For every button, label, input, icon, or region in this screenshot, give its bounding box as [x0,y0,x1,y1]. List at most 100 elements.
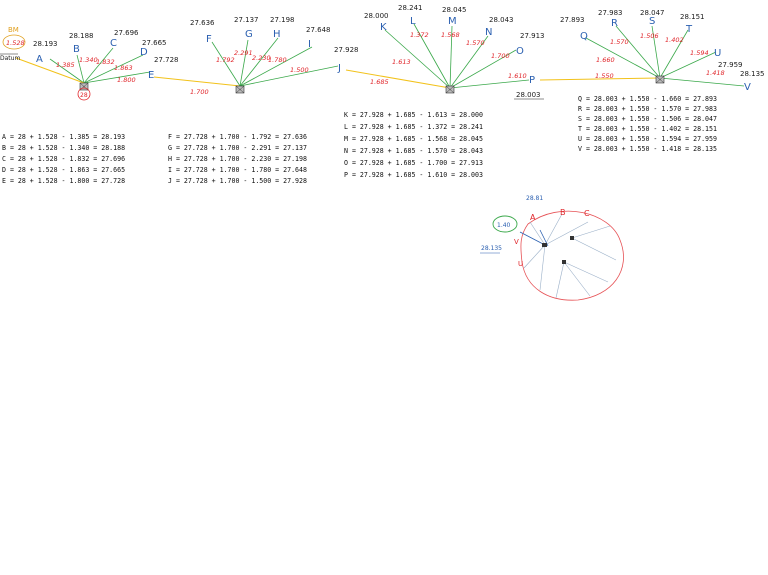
reading-a: 1.385 [56,61,75,69]
elevation-k: 28.000 [364,12,389,20]
calc-line: U = 28.003 + 1.550 - 1.594 = 27.959 [578,135,717,143]
sight-line-d [83,54,144,84]
elevation-c: 27.696 [114,29,139,37]
calc-line: A = 28 + 1.528 - 1.385 = 28.193 [2,133,125,141]
calc-line: K = 27.928 + 1.685 - 1.613 = 28.000 [344,111,483,119]
point-label-k: K [380,22,387,33]
calculation-block-1: A = 28 + 1.528 - 1.385 = 28.193 B = 28 +… [2,133,125,185]
elevation-n: 28.043 [489,16,514,24]
reading-o: 1.700 [491,52,510,60]
station-circle [77,87,91,101]
elevation-o: 27.913 [520,32,545,40]
benchmark-circle [2,34,26,50]
reading-l: 1.372 [410,31,429,39]
instrument-icon [542,243,547,247]
point-label-i: I [308,39,311,50]
calc-line: L = 27.928 + 1.685 - 1.372 = 28.241 [344,123,483,131]
reading-k: 1.613 [392,58,411,66]
setup-4: 1.550 Q 27.893 1.660 R 27.983 1.570 S 28… [539,9,765,93]
elevation-e: 27.728 [154,56,179,64]
elevation-v: 28.135 [740,70,765,78]
sight-line-p [449,79,530,89]
sight-line-j [239,65,339,87]
reading-m: 1.568 [441,31,460,39]
setup-1: 28 BM 1.528 Datum A 28.193 1.385 B 28.18… [0,26,179,101]
setup-2: 1.700 F 27.636 1.792 G 27.137 2.291 H 27… [153,16,359,96]
elevation-d: 27.665 [142,39,167,47]
point-label-r: R [611,18,618,29]
reading-c: 1.832 [96,58,115,66]
calc-line: N = 27.928 + 1.685 - 1.570 = 28.043 [344,147,483,155]
point-label-e: E [148,70,154,81]
calc-line: R = 28.003 + 1.550 - 1.570 = 27.983 [578,105,717,113]
backsight-p-to-4 [539,77,661,81]
reading-t: 1.402 [665,36,684,44]
elevation-r: 27.983 [598,9,623,17]
calculation-block-4: Q = 28.003 + 1.550 - 1.660 = 27.893 R = … [578,95,717,153]
elevation-u: 27.959 [718,61,743,69]
reading-u: 1.594 [690,49,709,57]
sight-line-g [239,39,249,87]
calc-line: D = 28 + 1.528 - 1.863 = 27.665 [2,166,125,174]
sight-line-v [659,77,745,87]
reading-q: 1.660 [596,56,615,64]
instrument-icon [235,85,245,94]
calc-line: H = 27.728 + 1.700 - 2.230 = 27.198 [168,155,307,163]
turning-reading-2: 1.700 [190,88,209,96]
calc-line: C = 28 + 1.528 - 1.832 = 27.696 [2,155,125,163]
turning-reading-4: 1.550 [595,72,614,80]
calc-line: I = 27.728 + 1.700 - 1.780 = 27.648 [168,166,307,174]
elevation-i: 27.648 [306,26,331,34]
callout-p: 28.003 [516,91,541,99]
calculation-block-2: F = 27.728 + 1.700 - 1.792 = 27.636 G = … [168,133,307,185]
point-label-t: T [685,24,693,35]
sight-line-i [239,46,313,87]
side-note: 28.135 [481,245,502,252]
point-label-b: B [73,44,80,55]
sketch-rays [523,213,617,299]
point-label-d: D [140,47,148,58]
point-label-m: M [448,16,457,27]
calculation-block-3: K = 27.928 + 1.685 - 1.613 = 28.000 L = … [344,111,483,179]
reading-r: 1.570 [610,38,629,46]
calc-line: Q = 28.003 + 1.550 - 1.660 = 27.893 [578,95,717,103]
elevation-f: 27.636 [190,19,215,27]
sight-line-r [615,25,661,79]
sight-line-o [449,49,517,89]
elevation-b: 28.188 [69,32,94,40]
benchmark-reading: 1.528 [6,39,25,47]
sight-line-t [659,29,689,79]
sketch-label-a: A [530,213,536,222]
point-label-o: O [516,46,524,57]
reading-h: 2.230 [252,54,271,62]
site-boundary [520,210,624,301]
point-label-f: F [206,34,212,45]
point-label-s: S [649,16,655,27]
elevation-t: 28.151 [680,13,705,21]
sketch-label-c: C [584,209,590,218]
backsight-e-to-2 [153,76,241,87]
point-label-q: Q [580,31,588,42]
sight-line-a [49,58,85,84]
station-label: 28 [80,92,88,99]
point-label-p: P [529,75,535,86]
reading-g: 2.291 [234,49,253,57]
reading-i: 1.780 [268,56,287,64]
point-label-v: V [744,82,751,93]
sight-line-l [413,23,451,89]
calc-line: J = 27.728 + 1.700 - 1.500 = 27.928 [168,177,307,185]
reading-f: 1.792 [216,56,235,64]
sketch-label-b: B [560,208,566,217]
top-note: 28.81 [526,195,543,202]
instrument-icon [445,85,455,94]
calc-line: M = 27.928 + 1.685 - 1.568 = 28.045 [344,135,483,143]
reading-p: 1.610 [508,72,527,80]
calc-line: B = 28 + 1.528 - 1.340 = 28.188 [2,144,125,152]
reading-d: 1.863 [114,64,133,72]
sight-line-m [449,25,453,89]
reading-j: 1.500 [290,66,309,74]
point-label-a: A [36,54,43,65]
point-label-u: U [714,48,721,59]
turning-reading-3: 1.685 [370,78,389,86]
